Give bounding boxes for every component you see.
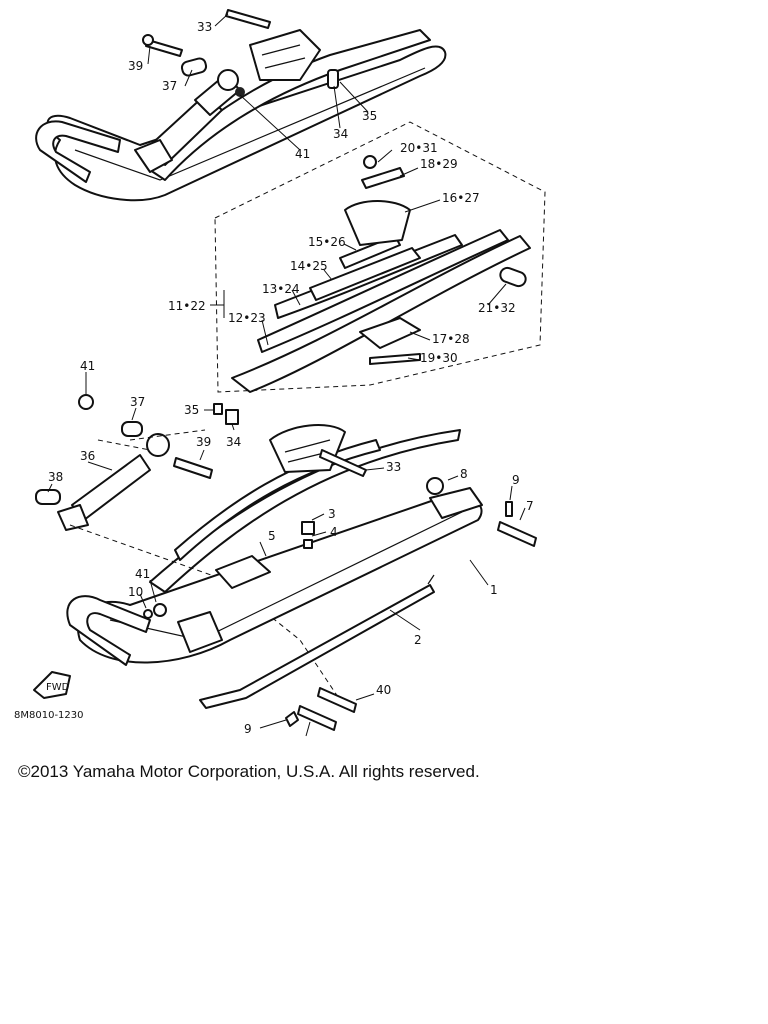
figure-code: 8M8010-1230: [14, 710, 84, 721]
callout-19-30: 19•30: [420, 351, 458, 365]
callout-16-27: 16•27: [442, 191, 480, 205]
callout-13-24: 13•24: [262, 282, 300, 296]
assembled-ski-top: [35, 9, 447, 202]
callout-1: 1: [490, 583, 498, 597]
callout-33-top: 33: [197, 20, 212, 34]
callout-10: 10: [128, 585, 143, 599]
callout-40: 40: [376, 683, 391, 697]
callout-34-top: 34: [333, 127, 348, 141]
callout-35-mid: 35: [184, 403, 199, 417]
copyright-notice: ©2013 Yamaha Motor Corporation, U.S.A. A…: [18, 762, 480, 781]
callout-7: 7: [526, 499, 534, 513]
callout-17-28: 17•28: [432, 332, 470, 346]
callout-14-25: 14•25: [290, 259, 328, 273]
ski-parts-exploded-diagram: 33 39 37 41 34 35 20•31 18•29 16•27 15•2…: [14, 9, 546, 740]
exploded-ski-bottom: FWD: [33, 372, 537, 737]
callout-4: 4: [330, 525, 338, 539]
callout-6: 6: [298, 739, 306, 740]
callout-39-mid: 39: [196, 435, 211, 449]
callout-15-26: 15•26: [308, 235, 346, 249]
leaf-spring-group: [210, 121, 546, 393]
callout-18-29: 18•29: [420, 157, 458, 171]
callout-9-low: 9: [244, 722, 252, 736]
callout-21-32: 21•32: [478, 301, 516, 315]
callout-36: 36: [80, 449, 95, 463]
callout-39-top: 39: [128, 59, 143, 73]
callout-41-low: 41: [135, 567, 150, 581]
callout-34-mid: 34: [226, 435, 241, 449]
callout-20-31: 20•31: [400, 141, 438, 155]
callout-8: 8: [460, 467, 468, 481]
callout-3: 3: [328, 507, 336, 521]
callout-38: 38: [48, 470, 63, 484]
callout-35-top: 35: [362, 109, 377, 123]
callout-33-mid: 33: [386, 460, 401, 474]
callout-2: 2: [414, 633, 422, 647]
callout-37-top: 37: [162, 79, 177, 93]
svg-text:FWD: FWD: [46, 682, 70, 693]
callout-9-right: 9: [512, 473, 520, 487]
callout-41-top: 41: [295, 147, 310, 161]
callout-11-22: 11•22: [168, 299, 206, 313]
callout-5: 5: [268, 529, 276, 543]
callout-37-mid: 37: [130, 395, 145, 409]
callout-12-23: 12•23: [228, 311, 266, 325]
callout-41-mid: 41: [80, 359, 95, 373]
